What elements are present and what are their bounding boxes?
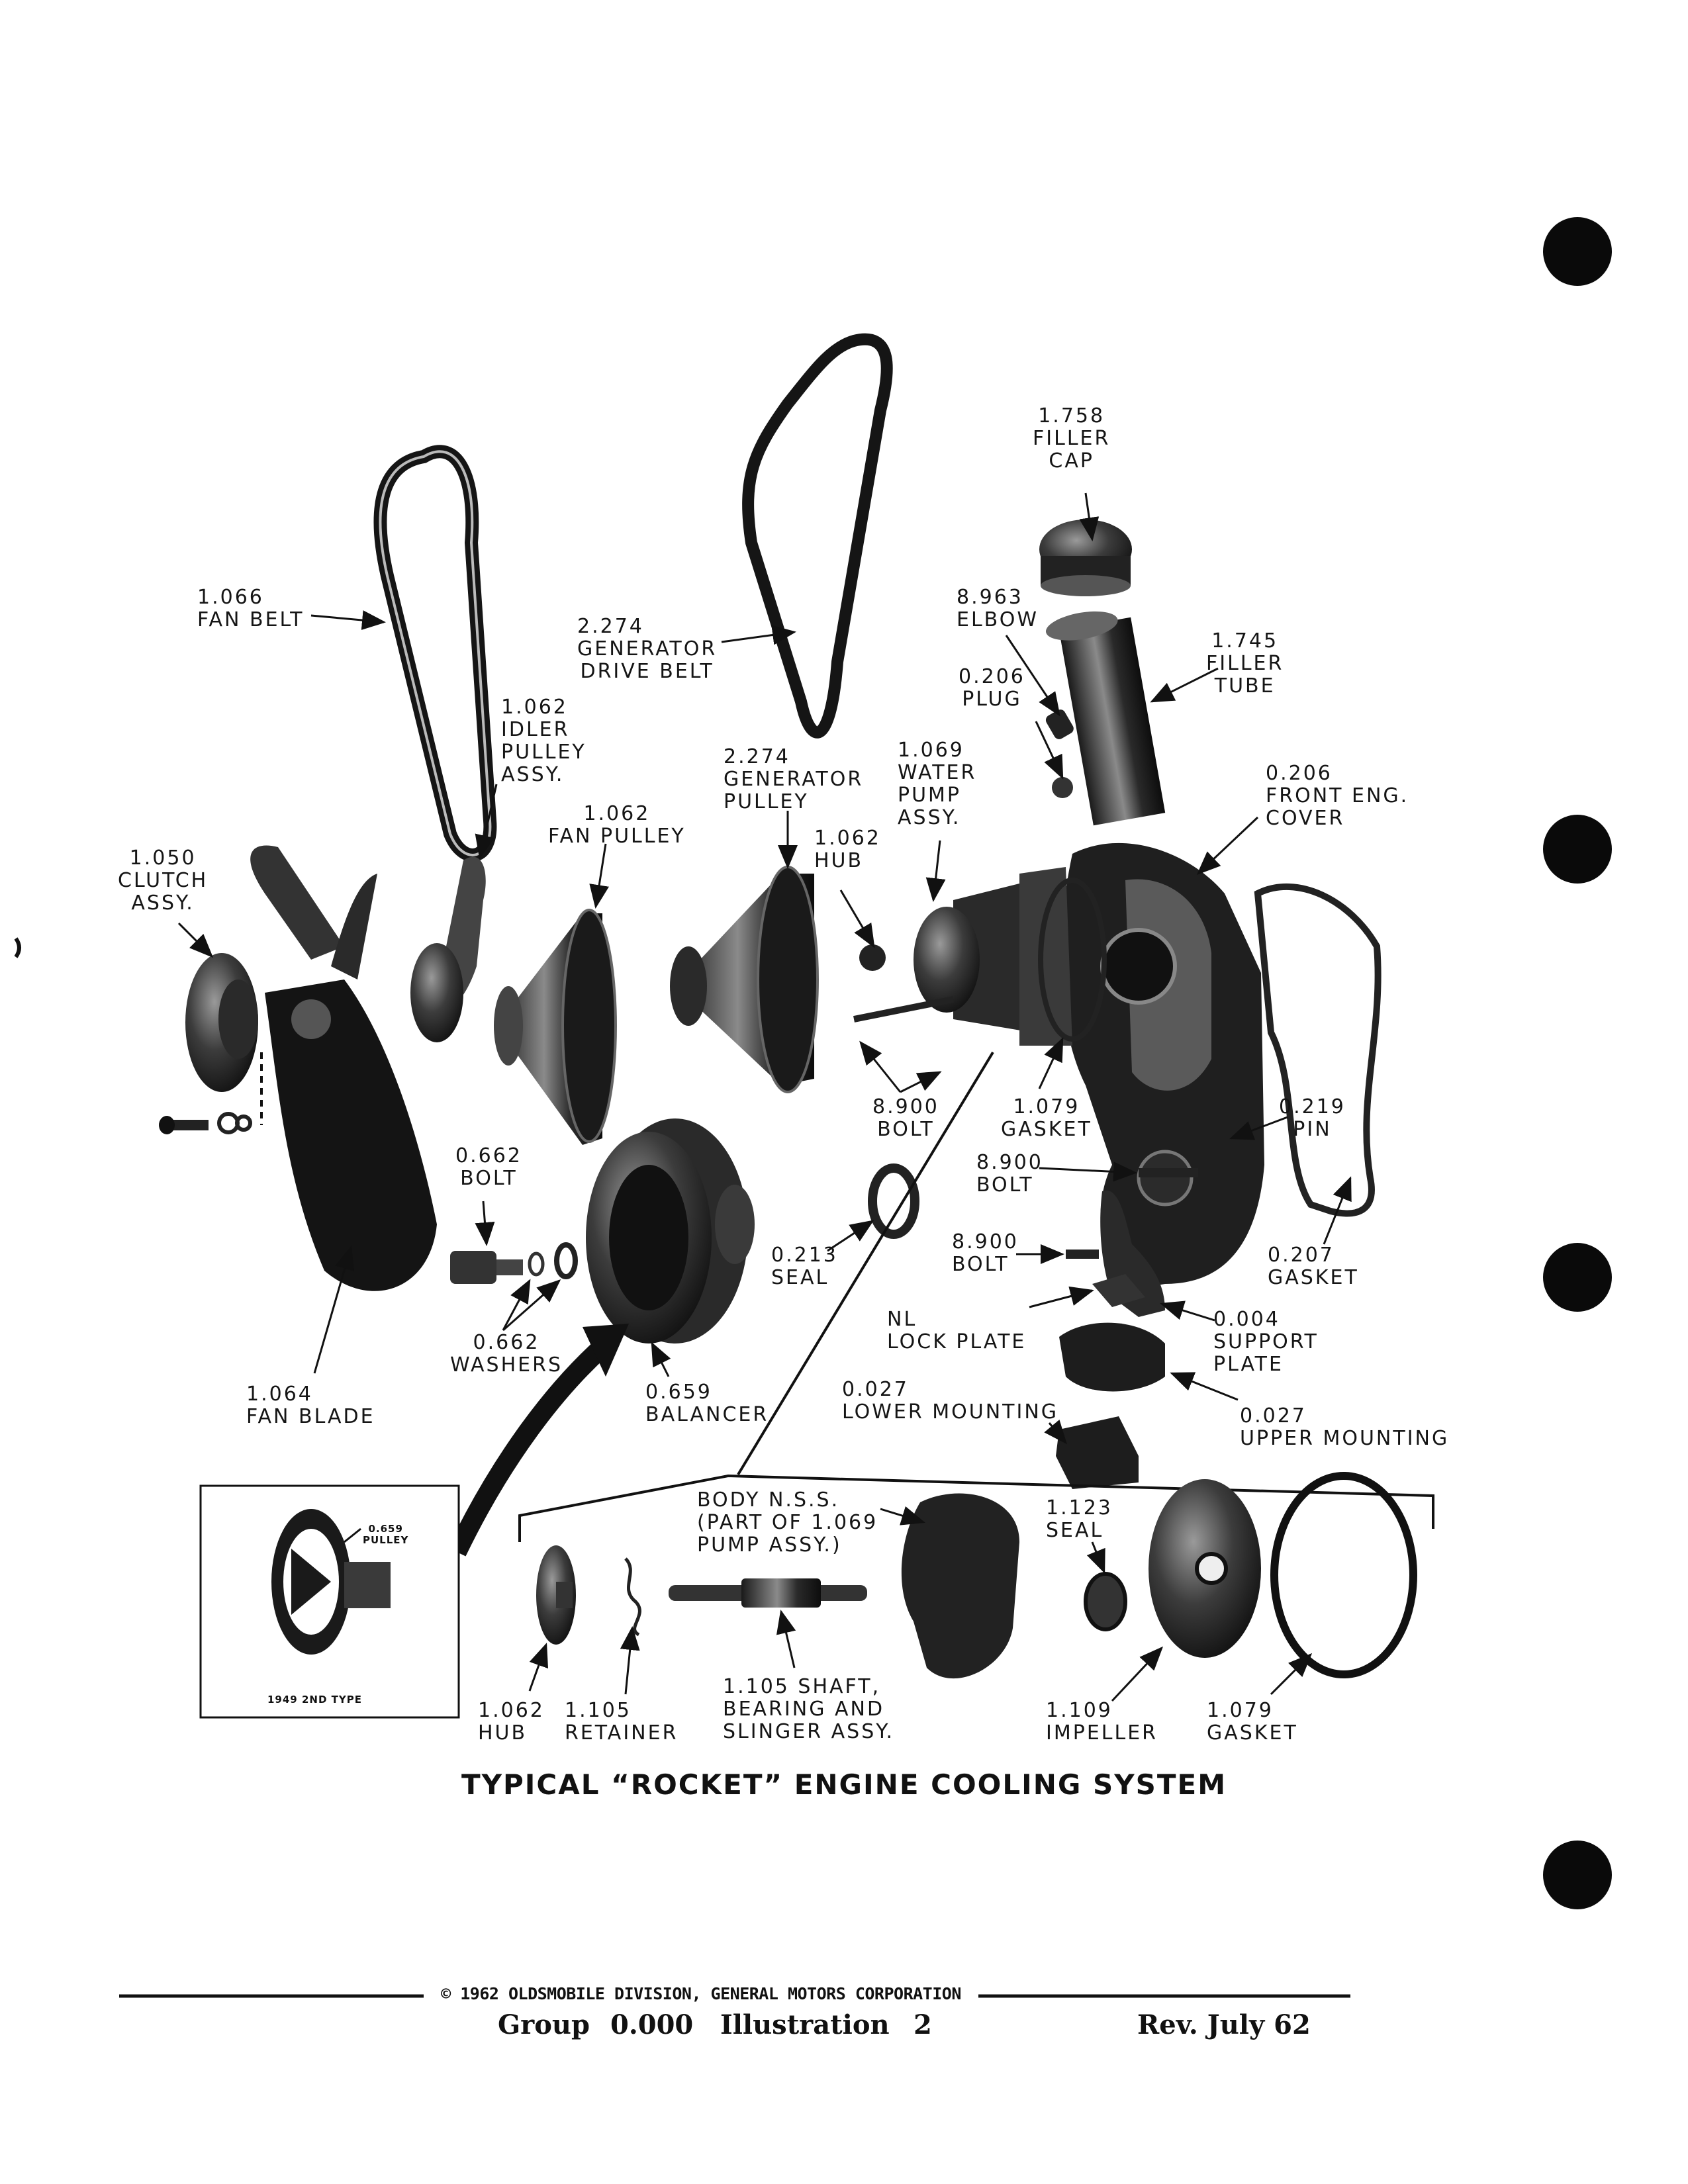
fan-belt bbox=[373, 445, 497, 862]
footer-group-number: 0.000 bbox=[610, 2009, 694, 2040]
margin-mark bbox=[14, 937, 21, 958]
pump-gasket-lower bbox=[1270, 1472, 1417, 1678]
front-engine-cover bbox=[1060, 842, 1264, 1291]
binder-hole-3 bbox=[1543, 1243, 1612, 1312]
pump-body bbox=[901, 1493, 1019, 1679]
cover-bolt-8900 bbox=[1066, 1168, 1198, 1259]
lower-mounting bbox=[1056, 1416, 1139, 1489]
retainer-clip bbox=[624, 1557, 641, 1637]
footer-revision: Rev. July 62 bbox=[1137, 2009, 1311, 2040]
copyright-line: © 1962 OLDSMOBILE DIVISION, GENERAL MOTO… bbox=[424, 1984, 978, 2003]
bolt-and-washers bbox=[450, 1242, 578, 1284]
pump-hub bbox=[536, 1545, 576, 1645]
footer-group-label: Group bbox=[498, 2009, 590, 2040]
binder-holes bbox=[1543, 217, 1612, 1909]
pump-seal bbox=[1084, 1572, 1127, 1631]
elbow-part bbox=[1045, 709, 1074, 739]
footer-illustration-label: Illustration bbox=[720, 2009, 890, 2040]
binder-hole-2 bbox=[1543, 815, 1612, 884]
idler-pulley bbox=[410, 856, 486, 1042]
upper-mounting bbox=[1059, 1322, 1165, 1392]
plug-part bbox=[1052, 777, 1073, 798]
front-seal bbox=[868, 1163, 919, 1239]
balancer bbox=[586, 1118, 755, 1343]
footer-illustration-number: 2 bbox=[914, 2009, 932, 2040]
inset-pulley bbox=[271, 1509, 391, 1655]
filler-tube bbox=[1045, 611, 1166, 826]
generator-pulley bbox=[670, 866, 819, 1093]
clutch-assy bbox=[185, 953, 258, 1092]
filler-cap bbox=[1039, 520, 1132, 596]
page-title: TYPICAL “ROCKET” ENGINE COOLING SYSTEM bbox=[461, 1768, 1227, 1801]
breakdown-bracket bbox=[518, 1474, 1434, 1542]
leader-lines bbox=[177, 492, 1352, 1445]
pump-shaft bbox=[669, 1578, 867, 1608]
binder-hole-4 bbox=[1543, 1841, 1612, 1909]
inset-arrow bbox=[447, 1342, 606, 1557]
pump-gasket bbox=[1038, 878, 1107, 1042]
fan-blade bbox=[250, 845, 437, 1291]
cover-gasket bbox=[1254, 884, 1382, 1217]
generator-drive-belt bbox=[742, 333, 893, 739]
clutch-bolt bbox=[159, 1112, 252, 1134]
binder-hole-1 bbox=[1543, 217, 1612, 286]
inset-caption: 1949 2ND TYPE bbox=[267, 1694, 362, 1706]
fan-pulley bbox=[494, 909, 617, 1145]
lock-plate bbox=[1092, 1274, 1145, 1307]
impeller bbox=[1149, 1479, 1261, 1658]
water-pump-assy bbox=[853, 867, 1072, 1046]
